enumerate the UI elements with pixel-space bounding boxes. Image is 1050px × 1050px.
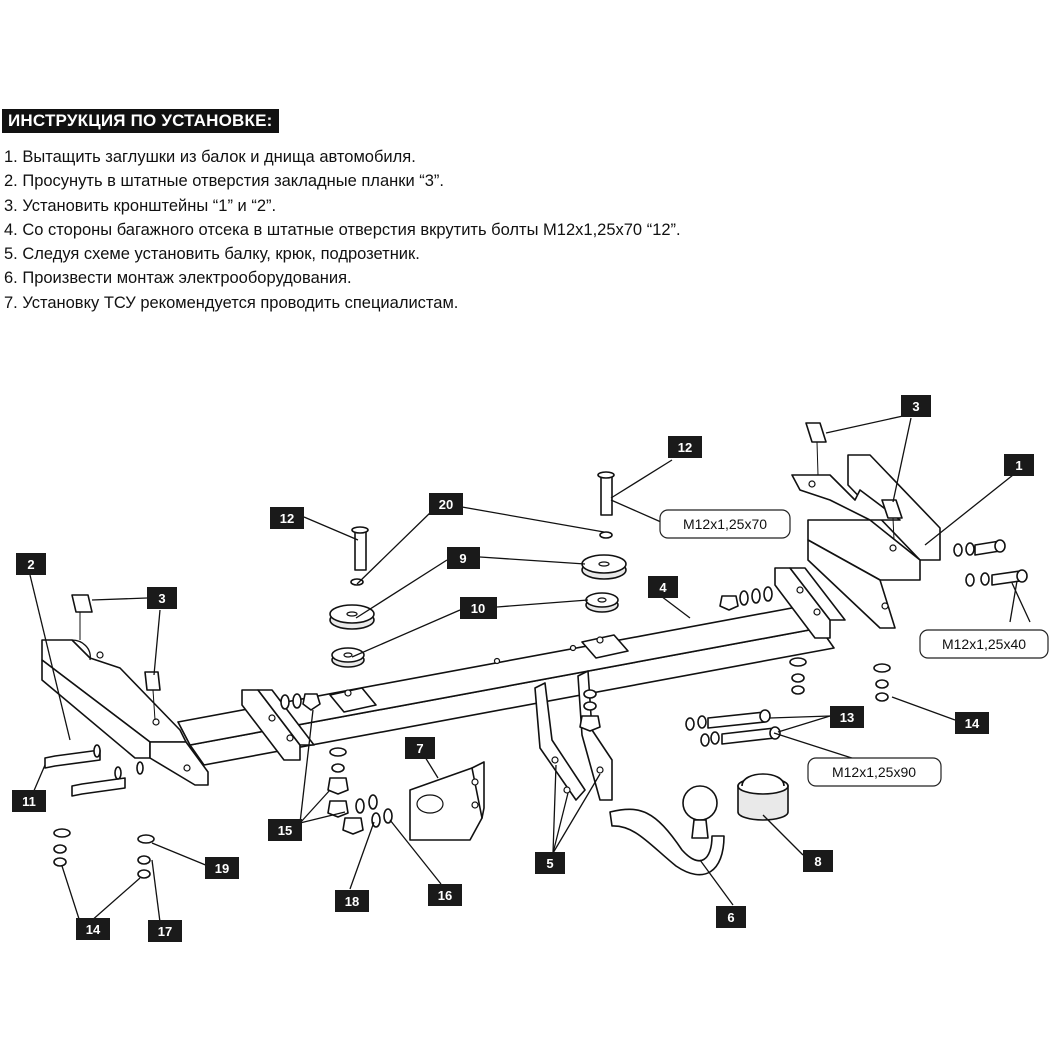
step-6: 6. Произвести монтаж электрооборудования… (4, 269, 352, 288)
svg-text:18: 18 (345, 894, 359, 909)
hitch-ball-cap (737, 773, 789, 821)
part-label-12-right: 12 (668, 436, 702, 458)
part-label-3-right: 3 (901, 395, 931, 417)
svg-text:M12x1,25x40: M12x1,25x40 (942, 636, 1026, 652)
svg-text:16: 16 (438, 888, 452, 903)
svg-text:1: 1 (1015, 458, 1022, 473)
svg-text:10: 10 (471, 601, 485, 616)
instruction-steps: 1. Вытащить заглушки из балок и днища ав… (4, 145, 681, 315)
beam-end-plate-left (241, 689, 315, 761)
step-4: 4. Со стороны багажного отсека в штатные… (4, 220, 681, 239)
bolt-spec-callout-40: M12x1,25x40 (919, 629, 1049, 659)
svg-text:11: 11 (22, 794, 36, 809)
svg-text:13: 13 (840, 710, 854, 725)
step-1: 1. Вытащить заглушки из балок и днища ав… (4, 148, 416, 166)
plate-3-left (71, 594, 161, 721)
svg-text:6: 6 (727, 910, 734, 925)
instruction-heading: ИНСТРУКЦИЯ ПО УСТАНОВКЕ: (2, 109, 279, 133)
step-2: 2. Просунуть в штатные отверстия закладн… (4, 172, 444, 191)
beam-end-plate-right (774, 567, 846, 639)
part-label-12-left: 12 (270, 507, 304, 529)
svg-text:15: 15 (278, 823, 292, 838)
part-label-3-left: 3 (147, 587, 177, 609)
part-label-1: 1 (1004, 454, 1034, 476)
svg-text:M12x1,25x90: M12x1,25x90 (832, 764, 916, 780)
bracket-left (41, 639, 209, 786)
svg-text:12: 12 (678, 440, 692, 455)
part-label-11: 11 (12, 790, 46, 812)
plate-3-right (805, 422, 903, 541)
svg-text:3: 3 (158, 591, 165, 606)
part-label-5: 5 (535, 852, 565, 874)
fasteners (44, 539, 1028, 879)
bolt-spec-callout-90: M12x1,25x90 (807, 757, 942, 787)
bolt-stack-right (581, 471, 629, 659)
svg-text:17: 17 (158, 924, 172, 939)
part-label-6: 6 (716, 906, 746, 928)
svg-text:12: 12 (280, 511, 294, 526)
part-label-4: 4 (648, 576, 678, 598)
part-label-13: 13 (830, 706, 864, 728)
leader-lines (29, 415, 1031, 923)
svg-text:7: 7 (416, 741, 423, 756)
part-label-7: 7 (405, 737, 435, 759)
step-3: 3. Установить кронштейны “1” и “2”. (4, 196, 277, 215)
part-label-10: 10 (460, 597, 497, 619)
part-label-14-right: 14 (955, 712, 989, 734)
svg-text:14: 14 (965, 716, 980, 731)
bolt-stack-left (329, 526, 377, 713)
socket-bracket (409, 761, 485, 841)
part-label-8: 8 (803, 850, 833, 872)
part-label-16: 16 (428, 884, 462, 906)
tow-hook (609, 785, 725, 876)
part-label-20: 20 (429, 493, 463, 515)
bolt-spec-callout-70: M12x1,25x70 (659, 509, 791, 539)
part-label-14-left: 14 (76, 918, 110, 940)
svg-text:3: 3 (912, 399, 919, 414)
svg-text:4: 4 (659, 580, 667, 595)
svg-text:5: 5 (546, 856, 553, 871)
part-label-18: 18 (335, 890, 369, 912)
step-5: 5. Следуя схеме установить балку, крюк, … (4, 245, 420, 264)
svg-text:19: 19 (215, 861, 229, 876)
part-label-19: 19 (205, 857, 239, 879)
svg-text:M12x1,25x70: M12x1,25x70 (683, 516, 767, 532)
svg-text:20: 20 (439, 497, 453, 512)
svg-text:14: 14 (86, 922, 101, 937)
part-label-15: 15 (268, 819, 302, 841)
svg-text:2: 2 (27, 557, 34, 572)
part-label-17: 17 (148, 920, 182, 942)
svg-text:8: 8 (814, 854, 821, 869)
part-label-9: 9 (447, 547, 480, 569)
part-label-2: 2 (16, 553, 46, 575)
svg-text:9: 9 (459, 551, 466, 566)
step-7: 7. Установку ТСУ рекомендуется проводить… (4, 293, 459, 312)
